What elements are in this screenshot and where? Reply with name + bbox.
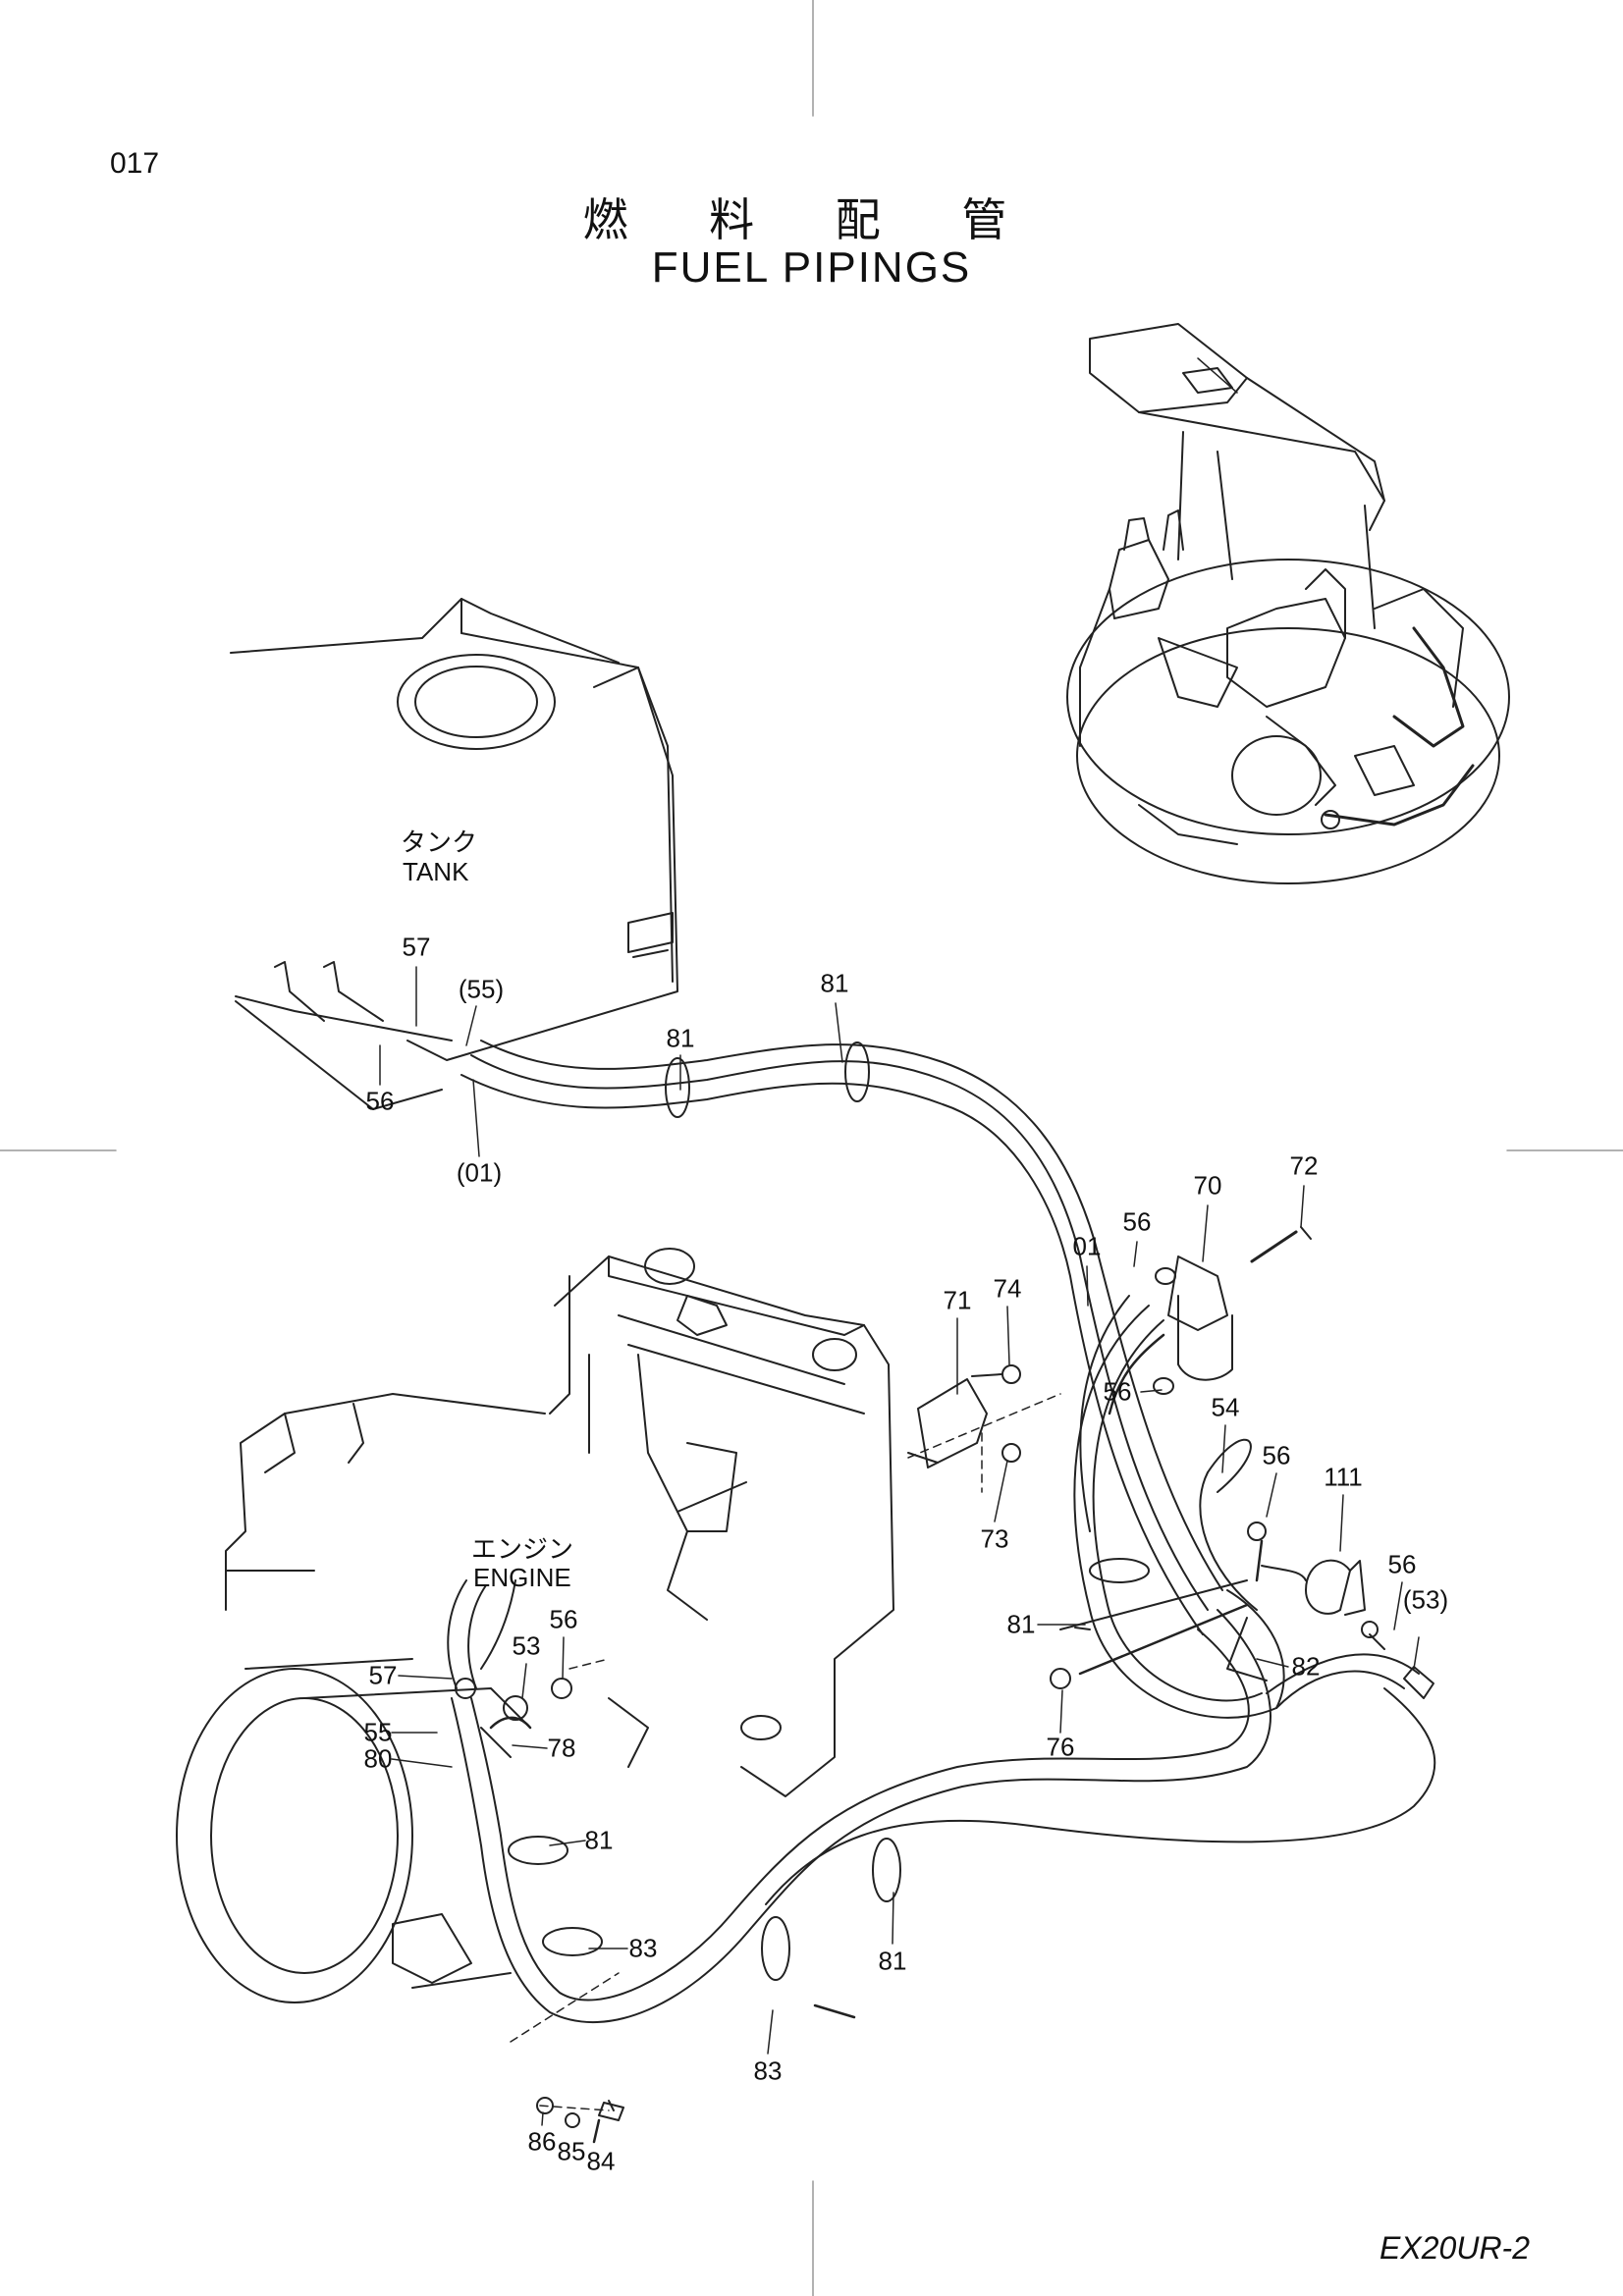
engine-label: ENGINE bbox=[473, 1563, 571, 1592]
callout-72: 72 bbox=[1289, 1150, 1319, 1181]
callout-81: 81 bbox=[666, 1023, 695, 1053]
page-title: FUEL PIPINGS bbox=[651, 243, 972, 292]
callout-111: 111 bbox=[1324, 1462, 1363, 1492]
callout-82: 82 bbox=[1291, 1651, 1321, 1682]
callout-78: 78 bbox=[547, 1733, 576, 1763]
callout-55: 55 bbox=[363, 1717, 393, 1747]
fuel-components bbox=[455, 1226, 1434, 2144]
callout-55-ref: (55) bbox=[458, 974, 505, 1004]
model-code: EX20UR-2 bbox=[1380, 2230, 1530, 2266]
tank-label-japanese: タンク bbox=[401, 828, 478, 858]
callout-85: 85 bbox=[557, 2136, 586, 2166]
callout-56: 56 bbox=[1103, 1376, 1132, 1407]
callout-83: 83 bbox=[628, 1933, 658, 1963]
callout-81: 81 bbox=[1006, 1609, 1036, 1639]
assembly-lines bbox=[510, 1393, 1061, 2111]
tank-label: TANK bbox=[403, 857, 469, 886]
callout-leaders bbox=[379, 966, 1420, 2126]
callout-86: 86 bbox=[527, 2126, 557, 2157]
callout-81: 81 bbox=[584, 1825, 614, 1855]
callout-74: 74 bbox=[993, 1273, 1022, 1304]
callout-81: 81 bbox=[820, 968, 849, 998]
engine-label-japanese: エンジン bbox=[471, 1535, 574, 1565]
callout-56: 56 bbox=[549, 1604, 578, 1634]
callout-01-ref: (01) bbox=[456, 1157, 503, 1188]
callout-80: 80 bbox=[363, 1743, 393, 1774]
callout-56: 56 bbox=[1122, 1206, 1152, 1237]
callout-70: 70 bbox=[1193, 1170, 1222, 1201]
callout-81: 81 bbox=[878, 1946, 907, 1976]
hose-clamps bbox=[508, 1041, 1150, 1981]
callout-01: 01 bbox=[1072, 1231, 1102, 1261]
fuel-tank-illustration bbox=[230, 598, 678, 1110]
fuel-hose-bundle bbox=[447, 1040, 1436, 2023]
page-title-japanese: 燃 料 配 管 bbox=[582, 193, 1041, 246]
callout-76: 76 bbox=[1046, 1732, 1075, 1762]
callout-57: 57 bbox=[402, 932, 431, 962]
callout-57: 57 bbox=[368, 1660, 398, 1690]
page-number: 017 bbox=[110, 147, 160, 180]
callout-84: 84 bbox=[586, 2146, 616, 2176]
machine-overview-illustration bbox=[1066, 323, 1510, 884]
callout-71: 71 bbox=[943, 1285, 972, 1315]
callout-56: 56 bbox=[365, 1086, 395, 1116]
engine-illustration bbox=[176, 1248, 894, 2003]
callout-56: 56 bbox=[1387, 1549, 1417, 1579]
callout-56: 56 bbox=[1262, 1440, 1291, 1470]
callout-54: 54 bbox=[1211, 1392, 1240, 1422]
callout-83: 83 bbox=[753, 2056, 783, 2086]
callout-73: 73 bbox=[980, 1523, 1009, 1554]
callout-53-ref: (53) bbox=[1402, 1584, 1449, 1615]
callout-53: 53 bbox=[512, 1630, 541, 1661]
